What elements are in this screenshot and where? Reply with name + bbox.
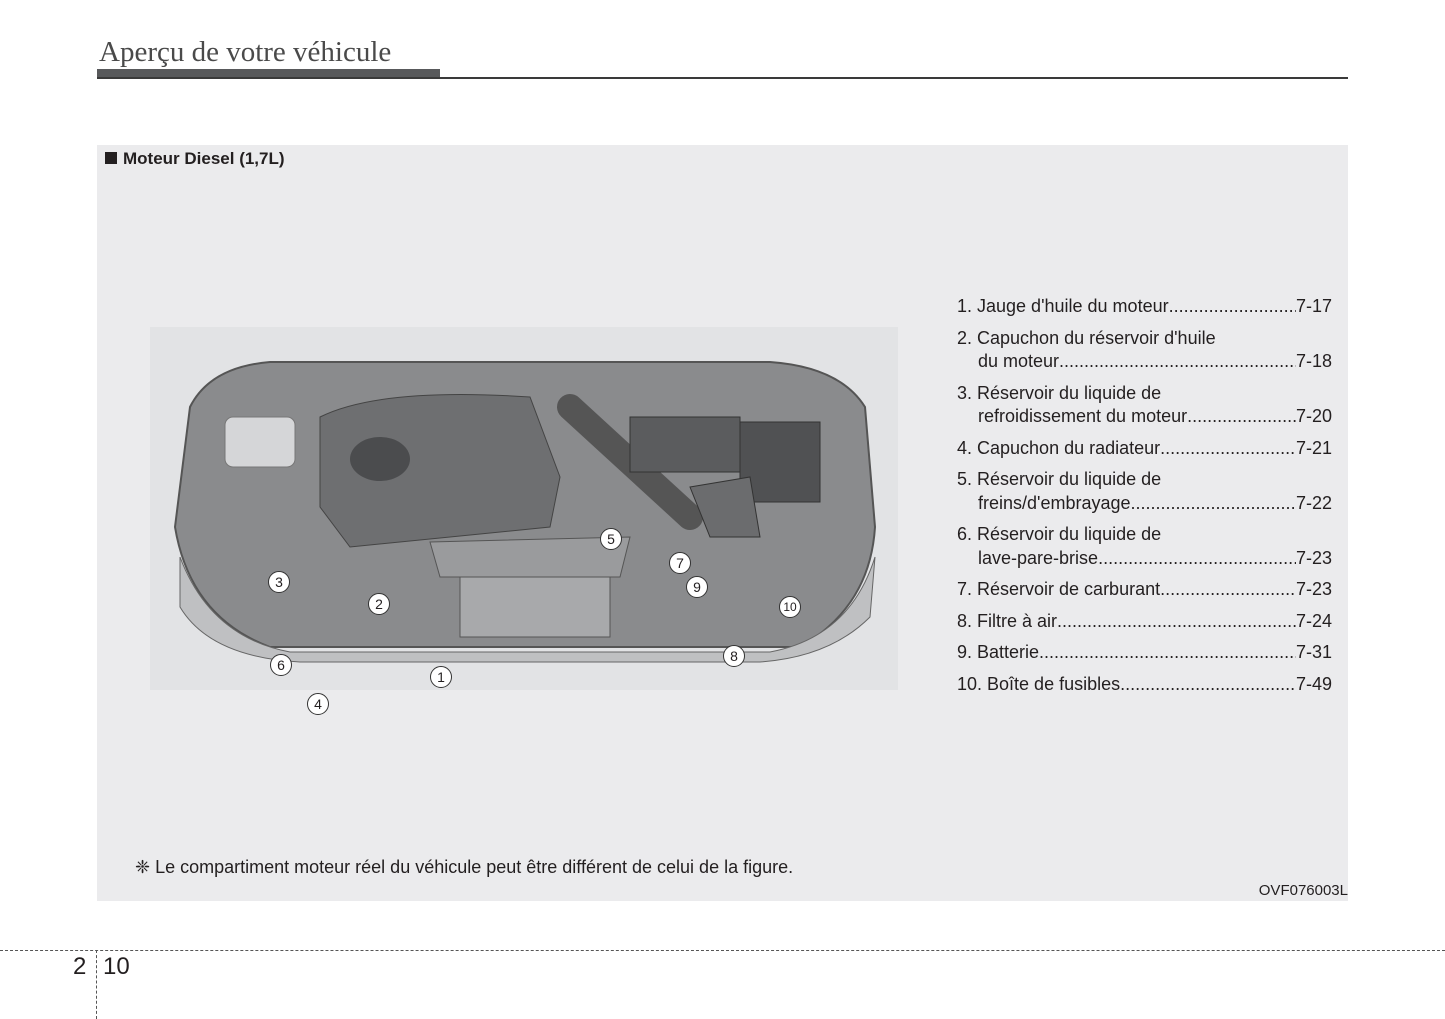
callout-10: 10: [779, 596, 801, 618]
engine-drawing: [173, 361, 877, 663]
section-title: Moteur Diesel (1,7L): [123, 149, 285, 168]
leader-dots: [1039, 641, 1296, 665]
item-label: 6. Réservoir du liquide de: [957, 524, 1162, 544]
footer-divider: [0, 950, 1445, 951]
list-item: 3. Réservoir du liquide de refroidissemen…: [957, 382, 1332, 429]
page-number: 10: [103, 953, 130, 980]
callout-8: 8: [723, 645, 745, 667]
item-page: 7-18: [1295, 351, 1332, 371]
callout-4: 4: [307, 693, 329, 715]
leader-dots: [1187, 405, 1296, 429]
item-page: 7-20: [1295, 406, 1332, 426]
callout-5: 5: [600, 528, 622, 550]
callout-9: 9: [686, 576, 708, 598]
callout-6: 6: [270, 654, 292, 676]
callout-7: 7: [669, 552, 691, 574]
item-page: 7-49: [1295, 673, 1332, 694]
item-label-cont: refroidissement du moteur: [978, 406, 1188, 426]
component-list: 1. Jauge d'huile du moteur 7-17 2. Capuch…: [957, 295, 1332, 704]
item-label: 9. Batterie: [957, 642, 1040, 662]
item-label: 8. Filtre à air: [957, 610, 1058, 631]
leader-dots: [1120, 673, 1296, 697]
item-page: 7-22: [1295, 492, 1332, 513]
figure-code: OVF076003L: [1258, 882, 1348, 899]
item-label: 3. Réservoir du liquide de: [957, 382, 1162, 403]
engine-compartment-illustration: 1 2 3 4 5 6 7 8 9 10: [150, 327, 898, 715]
item-page: 7-21: [1295, 437, 1332, 458]
item-label: 7. Réservoir de carburant: [957, 579, 1161, 599]
section-heading: Moteur Diesel (1,7L): [105, 149, 285, 169]
item-label: 2. Capuchon du réservoir d'huile: [957, 327, 1216, 348]
list-item: 4. Capuchon du radiateur 7-21: [957, 437, 1332, 461]
list-item: 7. Réservoir de carburant 7-23: [957, 578, 1332, 602]
leader-dots: [1169, 295, 1296, 319]
item-label: 4. Capuchon du radiateur: [957, 437, 1161, 458]
list-item: 6. Réservoir du liquide de lave-pare-bris…: [957, 523, 1332, 570]
leader-dots: [1131, 492, 1296, 516]
leader-dots: [1160, 578, 1296, 602]
item-page: 7-24: [1295, 610, 1332, 631]
item-page: 7-17: [1295, 296, 1332, 316]
leader-dots: [1057, 610, 1296, 634]
item-label: 10. Boîte de fusibles: [957, 673, 1121, 694]
chapter-number: 2: [73, 953, 87, 980]
list-item: 5. Réservoir du liquide de freins/d'embra…: [957, 468, 1332, 515]
list-item: 1. Jauge d'huile du moteur 7-17: [957, 295, 1332, 319]
item-label: 1. Jauge d'huile du moteur: [957, 296, 1169, 316]
figure-note: ❈ Le compartiment moteur réel du véhicul…: [135, 857, 794, 877]
list-item: 10. Boîte de fusibles 7-49: [957, 673, 1332, 697]
item-label: 5. Réservoir du liquide de: [957, 469, 1162, 489]
leader-dots: [1160, 437, 1296, 461]
item-label-cont: du moteur: [978, 351, 1060, 371]
callout-3: 3: [268, 571, 290, 593]
leader-dots: [1059, 350, 1296, 374]
list-item: 2. Capuchon du réservoir d'huile du moteu…: [957, 327, 1332, 374]
page-title: Aperçu de votre véhicule: [99, 36, 392, 68]
callout-1: 1: [430, 666, 452, 688]
item-page: 7-31: [1295, 642, 1332, 662]
leader-dots: [1098, 547, 1296, 571]
item-page: 7-23: [1295, 579, 1332, 599]
header-rule-thick: [97, 69, 440, 77]
list-item: 8. Filtre à air 7-24: [957, 610, 1332, 634]
item-page: 7-23: [1295, 547, 1332, 568]
item-label-cont: lave-pare-brise: [978, 547, 1099, 568]
header-rule-thin: [97, 77, 1348, 79]
callout-2: 2: [368, 593, 390, 615]
square-bullet-icon: [105, 152, 117, 164]
footer-page-divider: [96, 950, 97, 1019]
item-label-cont: freins/d'embrayage: [978, 492, 1131, 513]
content-panel: Moteur Diesel (1,7L) 1 2 3 4 5 6 7 8 9 1…: [97, 145, 1348, 901]
list-item: 9. Batterie 7-31: [957, 641, 1332, 665]
